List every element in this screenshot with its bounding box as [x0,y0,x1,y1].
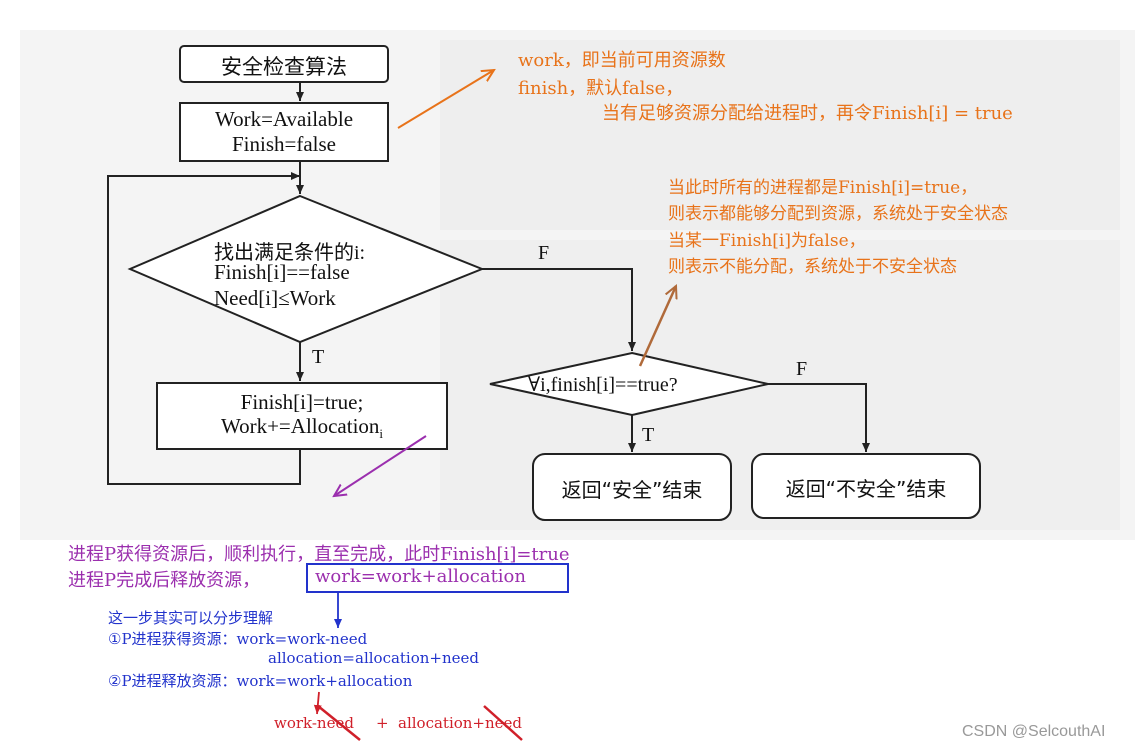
arrow-decision2-false [768,383,870,452]
note-finish-default: finish，默认false， [518,78,684,99]
update-line2: Work+=Allocation [220,414,380,438]
note-release-formula: work=work+allocation [315,566,526,587]
start-node-shape [179,45,389,83]
init-line-finish: Finish=false [231,132,336,156]
note-step2-release: ②P进程释放资源：work=work+allocation [108,672,413,690]
orange-arrow-init [397,70,494,129]
watermark: CSDN @SelcouthAI [962,723,1106,740]
note-finish-set-true: 当有足够资源分配给进程时，再令Finish[i] = true [602,103,1013,124]
branch-t1-label: T [312,346,325,368]
update-line2-wrap: Work+=Allocationi [159,414,445,442]
boxed-formula-frame [306,563,569,593]
init-process-shape [179,102,389,162]
note-step1-acquire: ①P进程获得资源：work=work-need [108,630,368,648]
red-strike-need-2 [483,705,523,741]
decision1-line3: Need[i]≤Work [214,286,336,310]
note-safe-state: 则表示都能够分配到资源，系统处于安全状态 [668,204,1008,224]
red-plus: + [376,714,389,732]
update-process-shape [156,382,448,450]
note-step-intro: 这一步其实可以分步理解 [108,609,274,627]
update-line1: Finish[i]=true; [240,390,364,414]
branch-f2-label: F [796,358,808,380]
note-some-false: 当某一Finish[i]为false， [668,231,866,251]
decision1-line2: Finish[i]==false [214,260,350,284]
end-unsafe-label: 返回“不安全”结束 [785,477,947,501]
end-safe-shape [532,453,732,521]
note-step1-allocation: allocation=allocation+need [268,649,480,667]
arrow-decision1-false [482,268,636,351]
branch-f1-label: F [538,242,550,264]
purple-arrow-update [334,435,427,496]
red-arrow-down [313,691,322,715]
end-safe-label: 返回“安全”结束 [561,478,703,502]
red-allocation-need: allocation+need [398,714,523,732]
red-strike-need-1 [317,705,361,741]
init-line-work: Work=Available [214,107,354,131]
red-work-need: work-need [274,714,354,732]
note-all-finished: 当此时所有的进程都是Finish[i]=true， [668,178,978,198]
note-release-prefix: 进程P完成后释放资源， [68,570,261,591]
brown-arrow-decision2 [638,286,676,367]
start-node-label: 安全检查算法 [221,55,347,79]
decision2-label: ∀i,finish[i]==true? [528,374,678,396]
branch-t2-label: T [642,424,655,446]
decision1-line1: 找出满足条件的i: [214,242,366,264]
end-unsafe-shape [751,453,981,519]
update-subscript: i [379,426,384,442]
note-work-meaning: work，即当前可用资源数 [518,50,726,71]
note-process-complete: 进程P获得资源后，顺利执行，直至完成，此时Finish[i]=true [68,544,570,565]
note-unsafe-state: 则表示不能分配，系统处于不安全状态 [668,257,957,277]
loop-back-line [107,172,301,485]
